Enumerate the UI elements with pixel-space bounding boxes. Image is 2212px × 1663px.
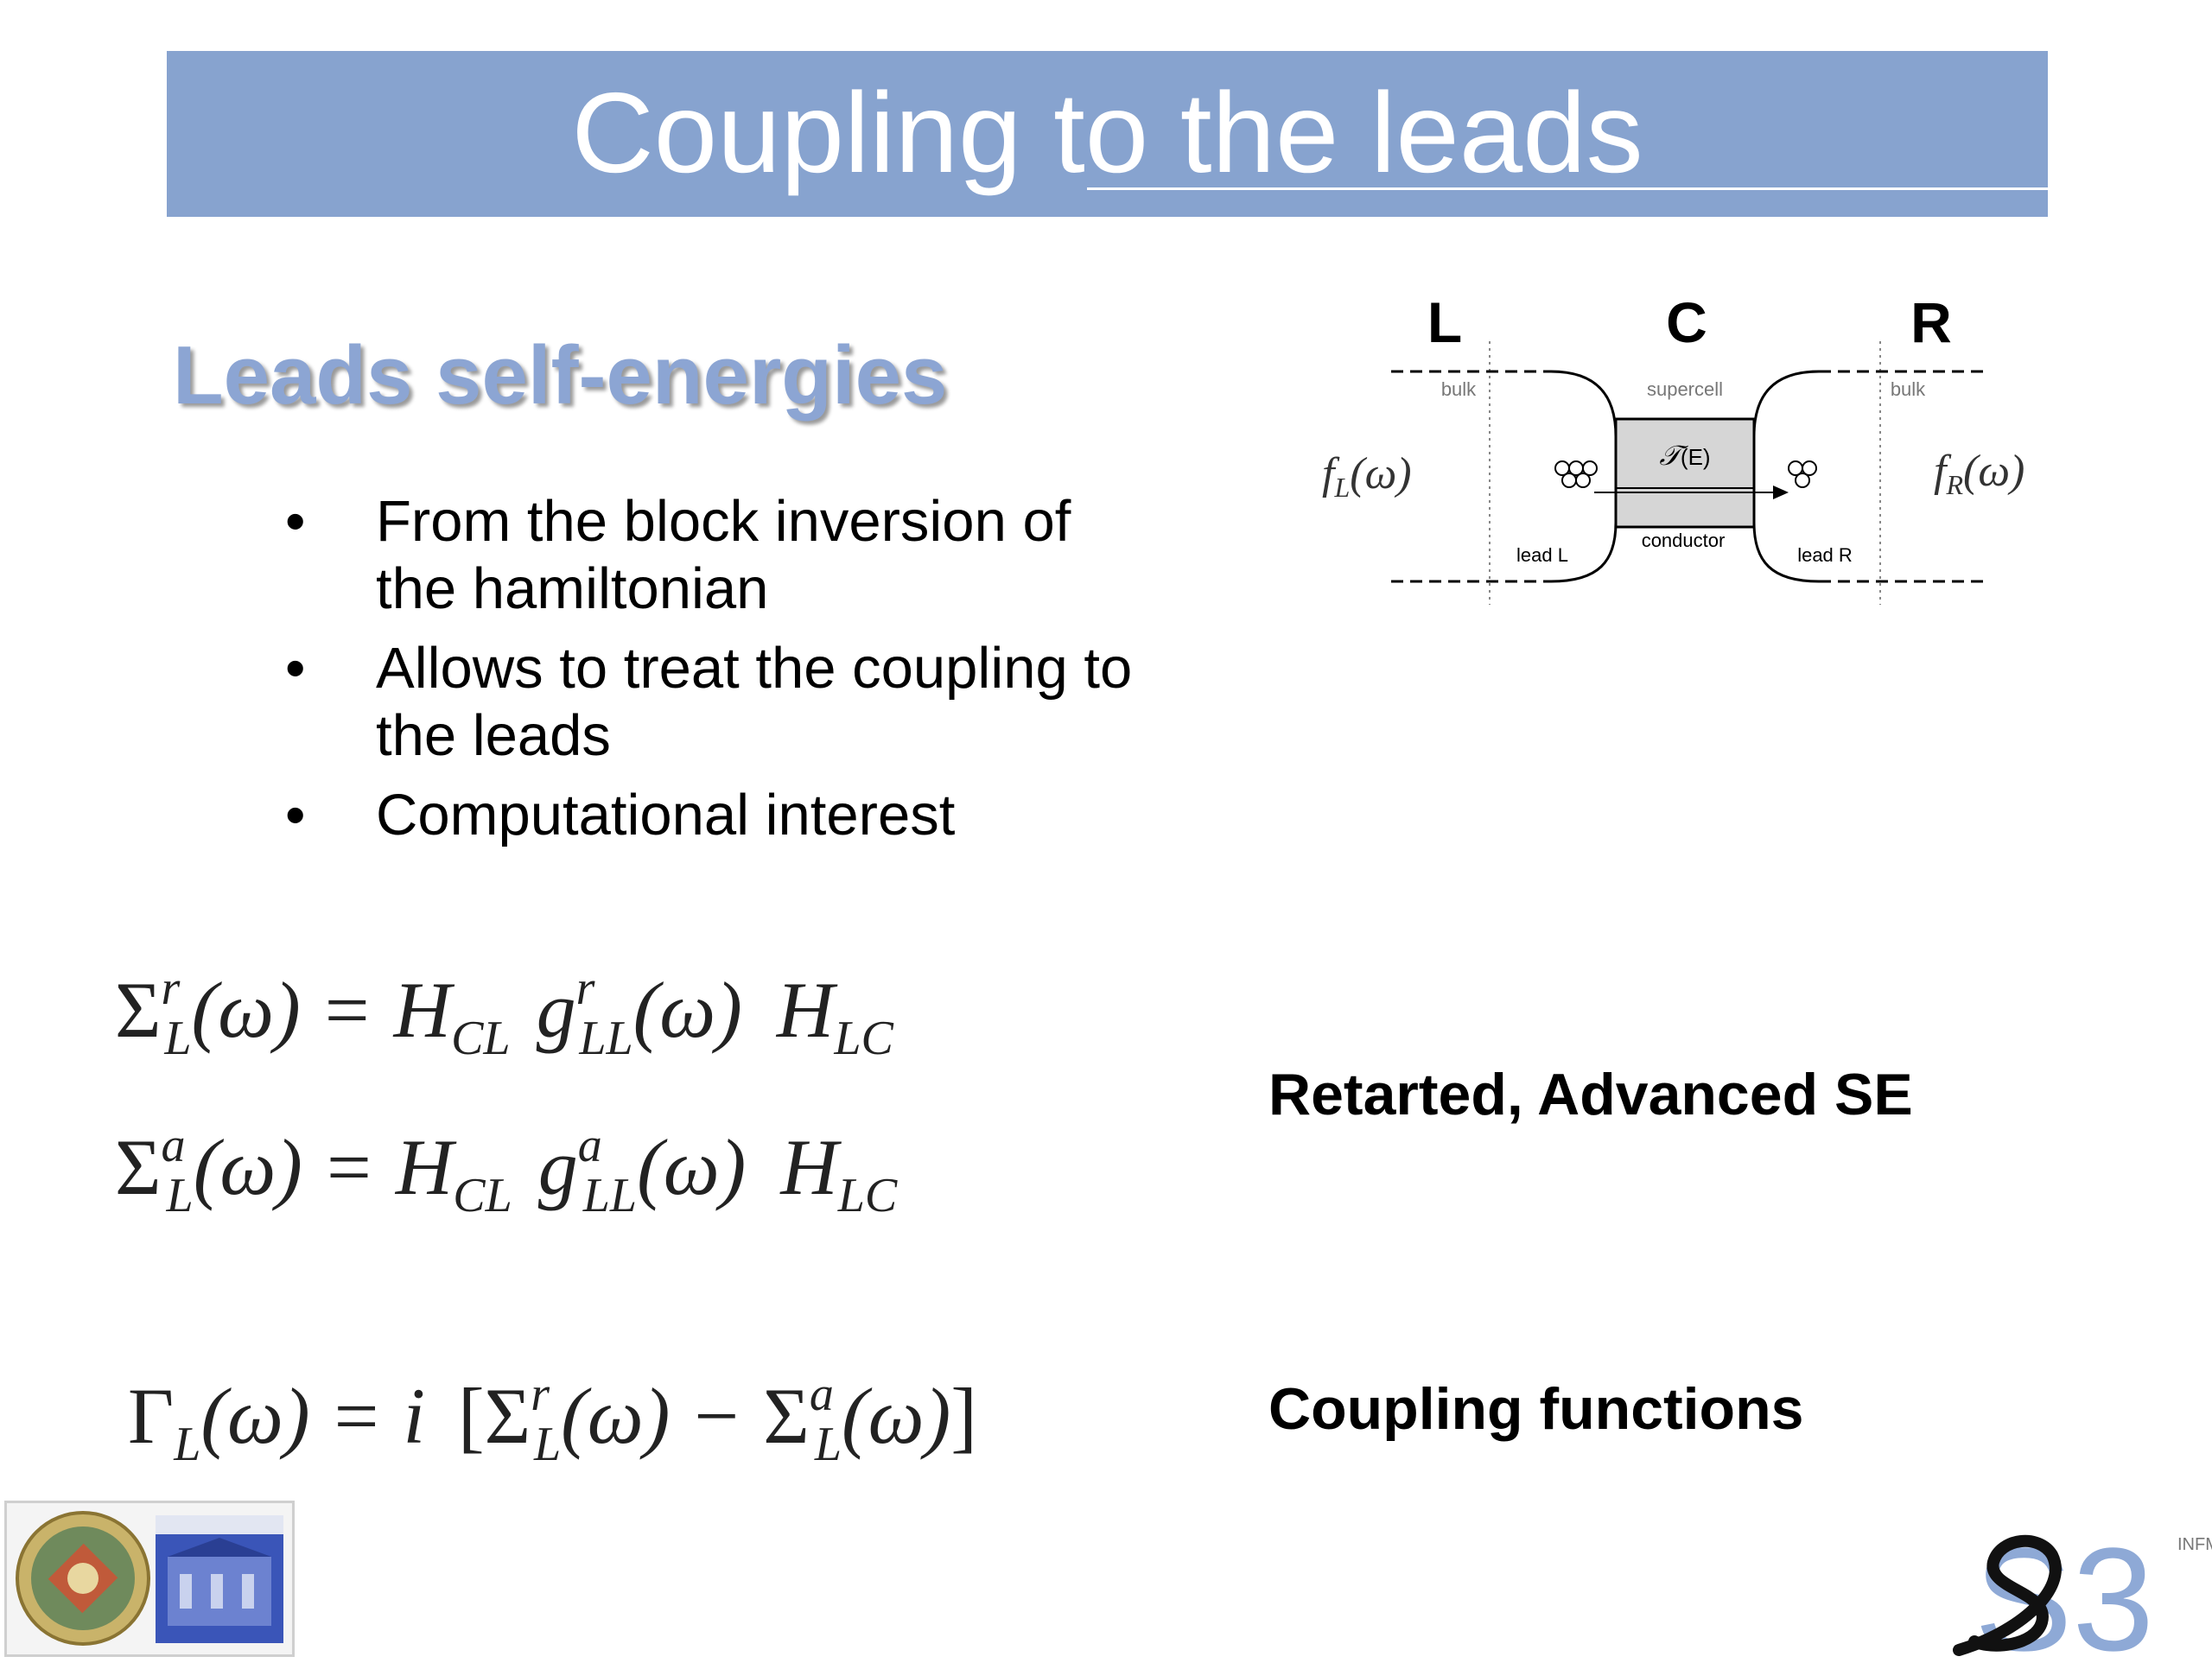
bullet-dot-icon: •: [285, 636, 306, 701]
slide-title: Coupling to the leads: [571, 69, 1643, 196]
i-symbol: i: [403, 1372, 425, 1460]
s3-logo: S3 INFM: [1948, 1518, 2212, 1663]
institution-logos: [4, 1501, 295, 1657]
f-right-label: fR(ω): [1934, 447, 2024, 500]
sigma-symbol: Σ: [485, 1372, 531, 1460]
conductor-label: conductor: [1642, 530, 1726, 551]
label-coupling-functions: Coupling functions: [1268, 1376, 1804, 1442]
f-left-sub: L: [1333, 472, 1350, 503]
s3-swoosh-icon: [1953, 1534, 2062, 1656]
bullet-text: From the block inversion of the hamilton…: [376, 489, 1071, 621]
orbital-cluster-left-icon: [1554, 460, 1598, 488]
sup-r: r: [576, 962, 595, 1015]
sub-cl: CL: [453, 1169, 512, 1222]
sigma-symbol: Σ: [115, 966, 162, 1054]
sub-ll: LL: [578, 1012, 632, 1065]
seal-logo-icon: [16, 1511, 150, 1646]
f-right-arg: (ω): [1963, 447, 2024, 496]
bullet-text: Allows to treat the coupling to the lead…: [376, 636, 1133, 768]
f-left-label: fL(ω): [1322, 449, 1412, 503]
region-label-r: R: [1910, 290, 1952, 354]
omega-arg: (ω): [633, 966, 742, 1054]
lead-conductor-diagram: L C R bulk bulk supercell 𝒯(E) conductor…: [1322, 290, 2024, 605]
f-left-arg: (ω): [1350, 449, 1411, 498]
bullet-item: • Computational interest: [285, 782, 1149, 849]
sup-a: a: [810, 1368, 834, 1421]
g-symbol: g: [538, 1123, 578, 1211]
omega-arg: (ω): [842, 1372, 950, 1460]
omega-arg: (ω): [561, 1372, 670, 1460]
bullet-item: • From the block inversion of the hamilto…: [285, 488, 1149, 623]
equals-sign: =: [334, 1372, 379, 1460]
bullet-item: • Allows to treat the coupling to the lea…: [285, 635, 1149, 770]
sub-l: L: [166, 1169, 194, 1222]
transmission-arg: (E): [1681, 444, 1711, 470]
omega-arg: (ω): [200, 1372, 309, 1460]
region-label-l: L: [1427, 290, 1462, 354]
equals-sign: =: [327, 1123, 372, 1211]
bullet-text: Computational interest: [376, 783, 956, 847]
omega-arg: (ω): [194, 1123, 302, 1211]
city-print-logo-icon: [156, 1515, 283, 1643]
sub-ll: LL: [582, 1169, 637, 1222]
sigma-symbol: Σ: [115, 1123, 162, 1211]
h-symbol: H: [395, 1123, 457, 1211]
right-bracket: ]: [950, 1372, 977, 1460]
arrow-head-icon: [1773, 486, 1789, 499]
sub-l: L: [163, 1012, 191, 1065]
g-symbol: g: [537, 966, 576, 1054]
orbital-cluster-right-icon: [1788, 460, 1817, 488]
equals-sign: =: [325, 966, 370, 1054]
sup-r: r: [531, 1368, 550, 1421]
region-label-c: C: [1666, 290, 1707, 354]
gamma-symbol: Γ: [128, 1372, 174, 1460]
sub-cl: CL: [451, 1012, 511, 1065]
svg-text:ΓL(ω)=i[ΣrL(ω)−ΣaL(ω)]: ΓL(ω)=i[ΣrL(ω)−ΣaL(ω)]: [128, 1368, 977, 1471]
h-symbol: H: [779, 1123, 842, 1211]
sub-lc: LC: [833, 1012, 893, 1065]
conductor-box: [1614, 417, 1756, 529]
f-right-sub: R: [1945, 469, 1963, 500]
s3-logo-sup: INFM: [2177, 1535, 2212, 1554]
section-heading: Leads self-energies: [173, 329, 948, 422]
supercell-label: supercell: [1647, 378, 1723, 400]
title-bar: Coupling to the leads: [167, 51, 2154, 217]
bullet-dot-icon: •: [285, 783, 306, 847]
sub-l: L: [533, 1418, 561, 1471]
sigma-symbol: Σ: [763, 1372, 810, 1460]
bullet-dot-icon: •: [285, 489, 306, 554]
sup-a: a: [578, 1119, 602, 1172]
sub-l: L: [173, 1418, 200, 1471]
sup-r: r: [162, 962, 181, 1015]
lead-label-right: lead R: [1797, 544, 1853, 566]
label-retarded-advanced: Retarted, Advanced SE: [1268, 1062, 1913, 1127]
title-underline: [1087, 187, 2154, 190]
left-bracket: [: [458, 1372, 485, 1460]
sub-lc: LC: [837, 1169, 898, 1222]
omega-arg: (ω): [192, 966, 301, 1054]
transmission-label: 𝒯(E): [1659, 440, 1710, 471]
bulk-label-right: bulk: [1891, 378, 1926, 400]
bulk-label-left: bulk: [1441, 378, 1477, 400]
minus-sign: −: [694, 1372, 739, 1460]
h-symbol: H: [776, 966, 838, 1054]
sub-l: L: [814, 1418, 842, 1471]
bullet-list: • From the block inversion of the hamilto…: [285, 488, 1149, 861]
lead-label-left: lead L: [1516, 544, 1568, 566]
sup-a: a: [162, 1119, 186, 1172]
h-symbol: H: [393, 966, 455, 1054]
omega-arg: (ω): [637, 1123, 746, 1211]
